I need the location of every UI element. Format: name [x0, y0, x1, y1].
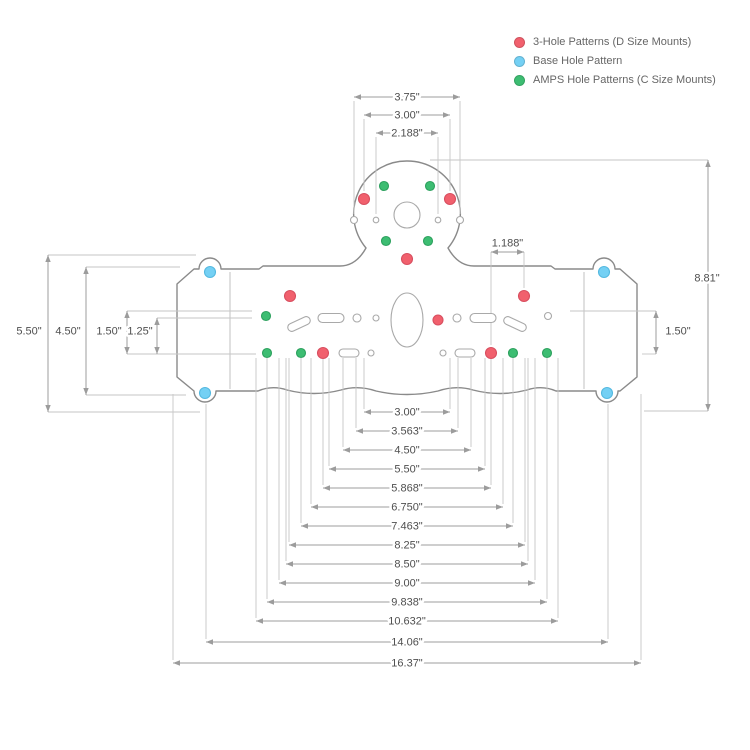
- hole-cyan: [198, 386, 212, 400]
- hole-slot: [338, 348, 360, 358]
- blue-dot-icon: [514, 55, 525, 67]
- dimension-label: 1.188": [492, 238, 524, 250]
- hole-green: [295, 347, 307, 359]
- hole-plain: [367, 349, 375, 357]
- hole-plain: [439, 349, 447, 357]
- dimension-label: 16.37": [391, 658, 423, 670]
- hole-slot: [454, 348, 476, 358]
- legend-label: Base Hole Pattern: [533, 55, 623, 67]
- hole-plain: [372, 314, 380, 322]
- dimension-label: 4.50": [55, 326, 80, 338]
- dimension-label: 10.632": [388, 616, 426, 628]
- hole-slot: [287, 316, 311, 332]
- dimension-label: 1.25": [127, 326, 152, 338]
- dimension-label: 5.50": [16, 326, 41, 338]
- hole-red: [283, 289, 297, 303]
- hole-cyan: [600, 386, 614, 400]
- hole-plain: [434, 216, 442, 224]
- dimension-label: 1.50": [665, 326, 690, 338]
- dimension-label: 4.50": [394, 445, 419, 457]
- hole-plain: [452, 313, 462, 323]
- hole-green: [380, 235, 392, 247]
- legend-item-base-hole-pattern: Base Hole Pattern: [514, 55, 716, 67]
- hole-cyan: [597, 265, 611, 279]
- legend-label: AMPS Hole Patterns (C Size Mounts): [533, 74, 716, 86]
- dimension-label: 1.50": [96, 326, 121, 338]
- dimension-label: 3.00": [394, 110, 419, 122]
- hole-oval: [390, 292, 424, 348]
- hole-red: [400, 252, 414, 266]
- hole-slot: [503, 316, 527, 332]
- hole-plain: [455, 215, 465, 225]
- hole-cyan: [203, 265, 217, 279]
- dimension-label: 8.50": [394, 559, 419, 571]
- hole-green: [507, 347, 519, 359]
- dimension-label: 9.838": [391, 597, 423, 609]
- red-dot-icon: [514, 36, 525, 48]
- green-dot-icon: [514, 74, 525, 86]
- dimension-label: 5.868": [391, 483, 423, 495]
- hole-green: [260, 310, 272, 322]
- dimension-label: 3.75": [394, 92, 419, 104]
- dimension-label: 3.00": [394, 407, 419, 419]
- hole-plain: [393, 201, 421, 229]
- hole-red: [432, 314, 444, 326]
- hole-red: [517, 289, 531, 303]
- dimension-label: 3.563": [391, 426, 423, 438]
- legend-item-amps-hole-patterns: AMPS Hole Patterns (C Size Mounts): [514, 74, 716, 86]
- hole-green: [424, 180, 436, 192]
- hole-red: [316, 346, 330, 360]
- dimension-label: 8.25": [394, 540, 419, 552]
- legend: 3-Hole Patterns (D Size Mounts) Base Hol…: [514, 36, 716, 86]
- extension-lines-layer: [48, 101, 708, 660]
- hole-green: [261, 347, 273, 359]
- dimension-label: 8.81": [694, 273, 719, 285]
- hole-green: [422, 235, 434, 247]
- hole-red: [443, 192, 457, 206]
- hole-green: [541, 347, 553, 359]
- dimension-lines-layer: 3.75" 3.00" 2.188" 1.188" 3.00" 3.563" 4.50" 5.…: [14, 89, 722, 672]
- dimension-label: 2.188": [391, 128, 423, 140]
- hole-red: [357, 192, 371, 206]
- dimension-label: 9.00": [394, 578, 419, 590]
- hole-slot: [469, 312, 497, 324]
- holes-layer: [198, 180, 614, 400]
- dimension-label: 14.06": [391, 637, 423, 649]
- hole-plain: [543, 311, 553, 321]
- legend-item-3hole-patterns: 3-Hole Patterns (D Size Mounts): [514, 36, 716, 48]
- hole-slot: [317, 312, 345, 324]
- hole-red: [484, 346, 498, 360]
- dimension-label: 7.463": [391, 521, 423, 533]
- dimension-label: 6.750": [391, 502, 423, 514]
- hole-green: [378, 180, 390, 192]
- hole-plain: [352, 313, 362, 323]
- dimension-label: 5.50": [394, 464, 419, 476]
- plate-outline: [176, 160, 638, 403]
- hole-plain: [349, 215, 359, 225]
- hole-plain: [372, 216, 380, 224]
- legend-label: 3-Hole Patterns (D Size Mounts): [533, 36, 692, 48]
